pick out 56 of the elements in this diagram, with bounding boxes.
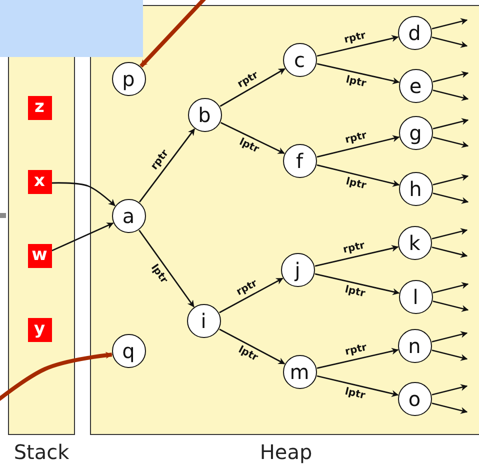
region-heading: Stack — [12, 440, 70, 464]
pointer-arrow — [219, 278, 284, 314]
pointer-arrow — [432, 71, 469, 82]
tree-node-circle: o — [398, 382, 432, 416]
pointer-arrow — [316, 348, 399, 369]
tree-node-circle: p — [112, 62, 146, 96]
variable-box: w — [28, 244, 52, 268]
pointer-arrow — [432, 174, 469, 186]
tree-node-circle: j — [280, 252, 314, 286]
tree-node-circle: a — [112, 198, 146, 232]
tree-node-circle: i — [186, 304, 220, 338]
tree-node-circle: c — [282, 42, 316, 76]
region-heading: Heap — [258, 440, 314, 464]
pointer-arrow — [219, 328, 286, 364]
tree-node-circle: n — [398, 328, 432, 362]
pointer-arrow — [314, 244, 399, 267]
pointer-arrow — [316, 63, 400, 84]
tree-node-circle: k — [398, 226, 432, 260]
tree-node-circle: e — [398, 68, 432, 102]
pointer-arrow — [432, 331, 468, 342]
pointer-arrow — [432, 192, 469, 204]
pointer-arrow — [432, 350, 468, 361]
tree-node-circle: h — [398, 172, 432, 206]
pointer-arrow — [316, 375, 399, 397]
pointer-arrow — [220, 68, 286, 107]
tree-node-circle: m — [282, 354, 316, 388]
pointer-arrow — [316, 135, 400, 158]
pointer-arrow — [432, 246, 468, 258]
pointer-arrow — [432, 90, 469, 101]
pointer-arrow — [432, 300, 469, 312]
variable-box: z — [28, 96, 52, 120]
pointer-arrow — [138, 230, 194, 308]
pointer-arrow — [52, 182, 116, 206]
variable-box: x — [28, 170, 52, 194]
pointer-arrow — [432, 282, 469, 294]
pointer-arrow — [316, 35, 399, 57]
tree-node-circle: b — [188, 98, 222, 132]
pointer-arrow — [432, 18, 468, 30]
pointer-arrow — [220, 122, 285, 154]
tree-node-circle: l — [398, 280, 432, 314]
pointer-arrow — [52, 222, 114, 252]
pointer-arrow — [432, 384, 468, 396]
tree-node-circle: d — [398, 16, 432, 50]
variable-box: y — [28, 318, 52, 342]
pointer-arrow — [432, 36, 468, 48]
pointer-arrow — [314, 273, 400, 296]
tree-node-circle: g — [398, 116, 432, 150]
tree-node-circle: f — [282, 144, 316, 178]
pointer-arrow — [432, 402, 468, 414]
pointer-arrow — [140, 0, 208, 68]
tree-node-circle: q — [112, 334, 146, 368]
pointer-arrow — [316, 164, 400, 187]
pointer-arrow — [432, 118, 469, 130]
pointer-arrow — [432, 228, 468, 240]
pointer-arrow — [432, 136, 469, 148]
pointer-arrow — [138, 128, 196, 202]
